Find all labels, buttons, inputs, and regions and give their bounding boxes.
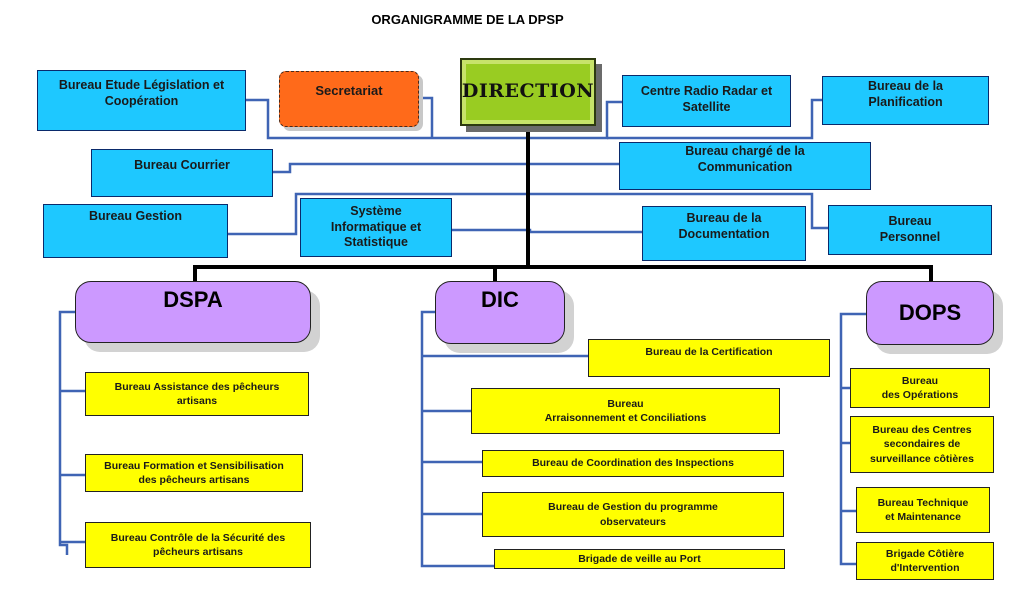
unit-dic-arraisonnement[interactable]: Bureau Arraisonnement et Conciliations [471, 388, 780, 434]
link-dspa-tree [58, 310, 75, 555]
unit-dspa-assistance[interactable]: Bureau Assistance des pêcheurs artisans [85, 372, 309, 416]
box-secretariat[interactable]: Secretariat [279, 71, 419, 127]
box-bureau-gestion[interactable]: Bureau Gestion [43, 204, 228, 258]
box-bureau-personnel[interactable]: Bureau Personnel [828, 205, 992, 255]
unit-dic-brigade-port[interactable]: Brigade de veille au Port [494, 549, 785, 569]
unit-dspa-controle[interactable]: Bureau Contrôle de la Sécurité des pêche… [85, 522, 311, 568]
division-dops[interactable]: DOPS [866, 281, 994, 345]
link-gestion [228, 192, 828, 236]
unit-dops-technique[interactable]: Bureau Technique et Maintenance [856, 487, 990, 533]
unit-dic-coordination[interactable]: Bureau de Coordination des Inspections [482, 450, 784, 477]
box-bureau-etude[interactable]: Bureau Etude Législation et Coopération [37, 70, 246, 131]
box-systeme-informatique[interactable]: Système Informatique et Statistique [300, 198, 452, 257]
unit-dops-brigade-cotiere[interactable]: Brigade Côtière d'Intervention [856, 542, 994, 580]
box-bureau-documentation[interactable]: Bureau de la Documentation [642, 206, 806, 261]
link-secretariat [419, 96, 434, 138]
link-dops-tree [839, 312, 866, 566]
link-courrier [273, 162, 620, 174]
box-bureau-courrier[interactable]: Bureau Courrier [91, 149, 273, 197]
link-planification [607, 98, 822, 140]
unit-dops-centres-secondaires[interactable]: Bureau des Centres secondaires de survei… [850, 416, 994, 473]
division-dspa[interactable]: DSPA [75, 281, 311, 343]
link-etude [246, 98, 622, 140]
box-direction[interactable]: DIRECTION [460, 58, 596, 126]
unit-dic-observateurs[interactable]: Bureau de Gestion du programme observate… [482, 492, 784, 537]
unit-dspa-formation[interactable]: Bureau Formation et Sensibilisation des … [85, 454, 303, 492]
chart-title: ORGANIGRAMME DE LA DPSP [371, 12, 564, 27]
box-bureau-communication[interactable]: Bureau chargé de la Communication [619, 142, 871, 190]
box-bureau-planification[interactable]: Bureau de la Planification [822, 76, 989, 125]
unit-dops-operations[interactable]: Bureau des Opérations [850, 368, 990, 408]
link-documentation [452, 228, 642, 234]
link-dic-tree [420, 310, 494, 568]
unit-dic-certification[interactable]: Bureau de la Certification [588, 339, 830, 377]
division-dic[interactable]: DIC [435, 281, 565, 344]
box-centre-radio[interactable]: Centre Radio Radar et Satellite [622, 75, 791, 127]
